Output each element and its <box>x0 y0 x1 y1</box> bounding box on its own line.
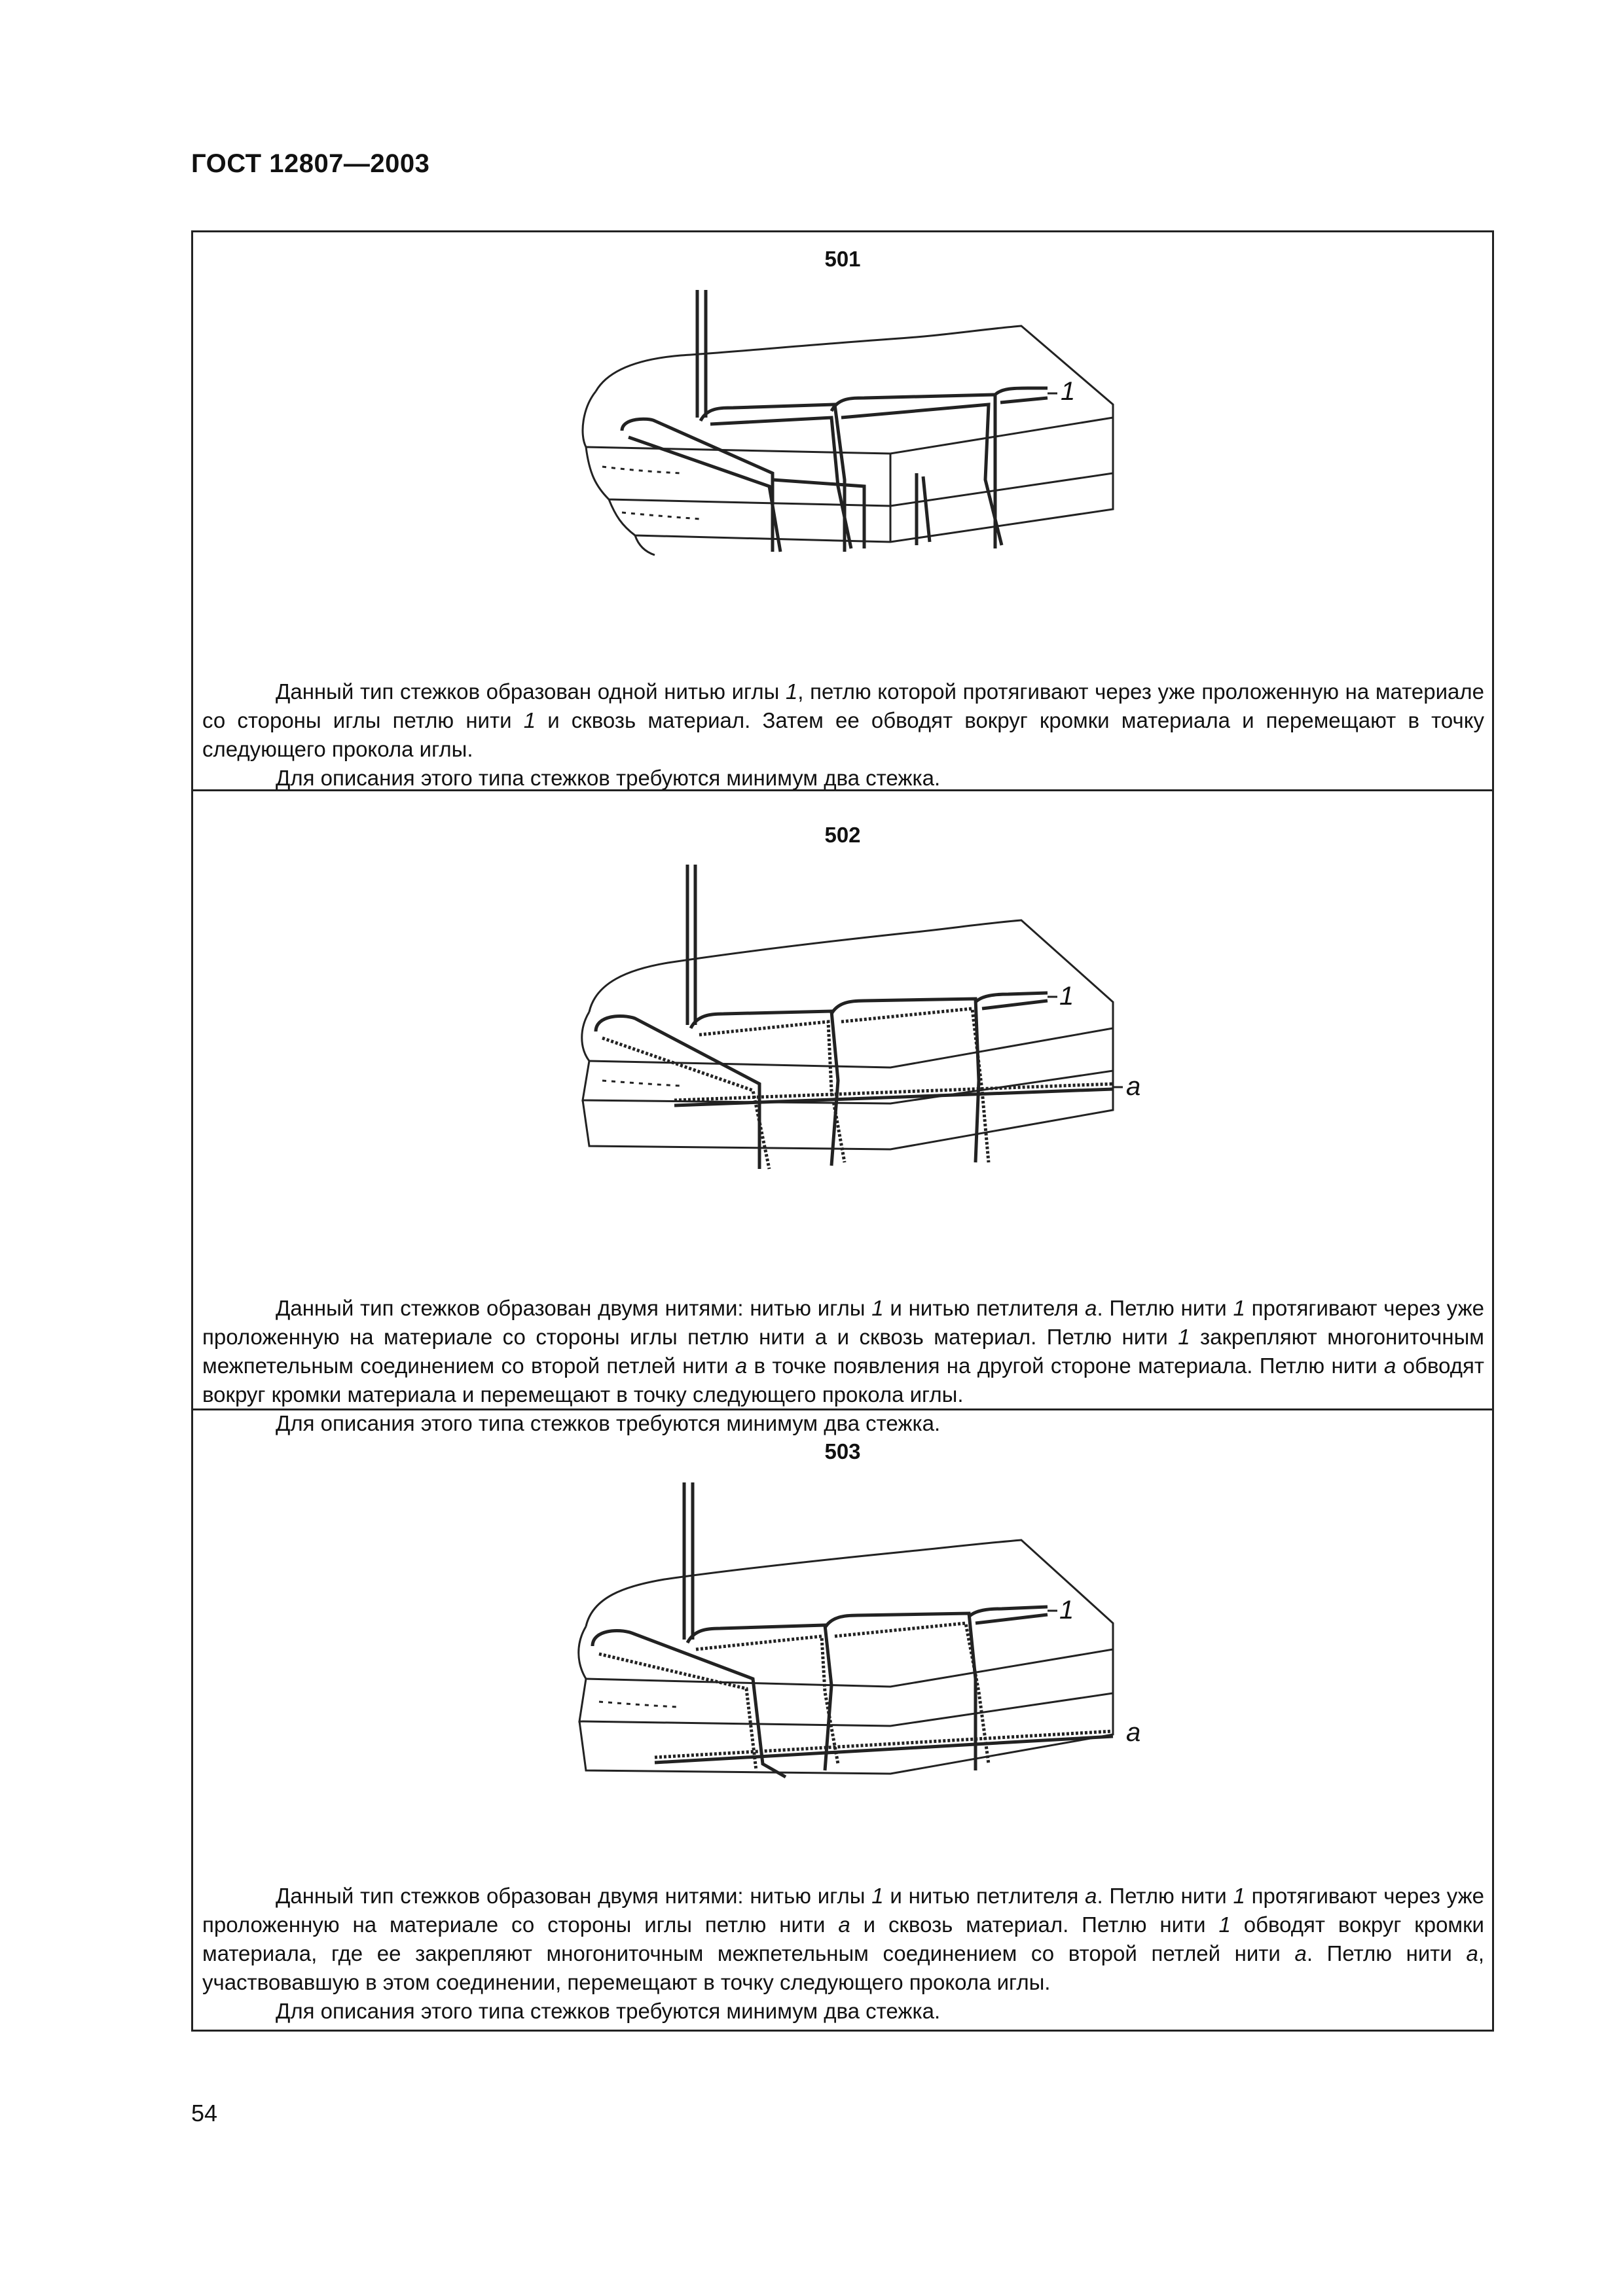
stitch-502-description: Данный тип стежков образован двумя нитям… <box>202 1294 1484 1438</box>
italic-ref: a <box>1466 1941 1478 1965</box>
italic-ref: a <box>1294 1941 1307 1965</box>
stitch-501-description: Данный тип стежков образован одной нитью… <box>202 677 1484 793</box>
italic-ref: 1 <box>785 679 798 704</box>
document-header: ГОСТ 12807—2003 <box>191 149 430 178</box>
stitch-section-502: 502 <box>193 791 1492 1435</box>
italic-ref: 1 <box>1233 1296 1245 1320</box>
italic-ref: a <box>838 1912 850 1937</box>
italic-ref: 1 <box>871 1296 884 1320</box>
stitch-503-description: Данный тип стежков образован двумя нитям… <box>202 1882 1484 2026</box>
italic-ref: a <box>1085 1884 1097 1908</box>
stitch-section-501: 501 <box>193 232 1492 791</box>
paragraph: Для описания этого типа стежков требуютс… <box>276 1999 941 2023</box>
paragraph: Данный тип стежков образован двумя нитям… <box>202 1884 1485 1994</box>
italic-ref: a <box>1384 1354 1396 1378</box>
stitch-501-illustration: 1 <box>524 290 1178 630</box>
italic-ref: 1 <box>871 1884 884 1908</box>
stitch-code: 503 <box>824 1439 861 1463</box>
thread-label-1: 1 <box>1059 982 1074 1011</box>
page-number: 54 <box>191 2100 218 2126</box>
italic-ref: a <box>735 1354 748 1378</box>
stitch-code: 502 <box>824 823 861 847</box>
stitch-code: 501 <box>824 247 861 271</box>
thread-label-1: 1 <box>1059 1596 1074 1624</box>
stitch-section-503: 503 <box>193 1410 1492 2032</box>
paragraph: Для описания этого типа стежков требуютс… <box>276 766 941 790</box>
stitch-types-table: 501 <box>191 230 1494 2032</box>
paragraph: Данный тип стежков образован одной нитью… <box>202 679 1484 761</box>
italic-ref: 1 <box>1218 1912 1231 1937</box>
thread-label-a: a <box>1126 1072 1140 1101</box>
paragraph: Для описания этого типа стежков требуютс… <box>276 1411 941 1435</box>
thread-label-1: 1 <box>1061 377 1075 406</box>
italic-ref: a <box>1085 1296 1097 1320</box>
italic-ref: 1 <box>1233 1884 1245 1908</box>
stitch-502-illustration: 1 a <box>524 865 1178 1205</box>
italic-ref: 1 <box>1178 1325 1190 1349</box>
stitch-503-illustration: 1 a <box>524 1482 1178 1823</box>
thread-label-a: a <box>1126 1718 1140 1747</box>
paragraph: Данный тип стежков образован двумя нитям… <box>202 1296 1485 1407</box>
italic-ref: 1 <box>523 708 536 732</box>
